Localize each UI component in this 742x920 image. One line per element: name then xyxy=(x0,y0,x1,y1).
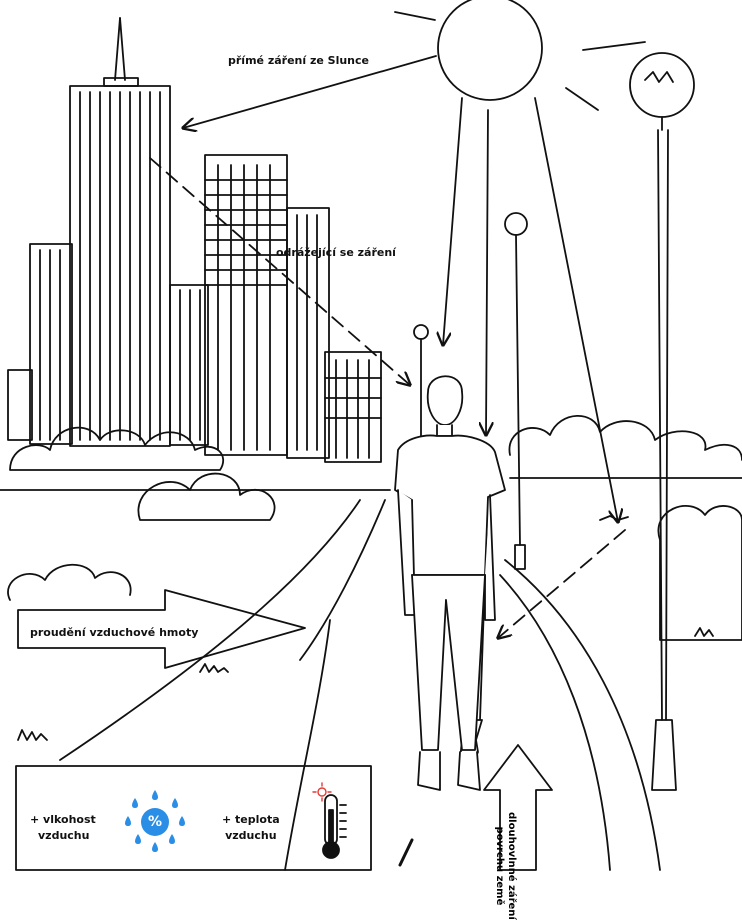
street-lamp-icon xyxy=(630,53,694,790)
ray-to-ground-2 xyxy=(535,98,618,522)
ray-to-person xyxy=(443,98,462,345)
label-humidity-line2: vzduchu xyxy=(30,828,96,844)
label-longwave-line2: povrchu země xyxy=(493,812,505,920)
thermometer-icon xyxy=(323,795,346,858)
longwave-ray xyxy=(498,530,625,638)
label-air-mass-flow: proudění vzduchové hmoty xyxy=(30,626,198,639)
sun-icon xyxy=(395,0,645,110)
label-humidity-line1: + vlkohost xyxy=(30,812,96,828)
building-left-small xyxy=(8,244,72,444)
ray-to-ground-1 xyxy=(486,110,488,435)
bushes-lower-left xyxy=(8,565,131,600)
person-figure xyxy=(395,376,505,790)
building-tower xyxy=(70,18,208,446)
street-lamp-middle xyxy=(505,213,527,569)
label-direct-radiation: přímé záření ze Slunce xyxy=(228,54,369,67)
bushes-left xyxy=(10,428,223,470)
label-temperature: + teplota vzduchu xyxy=(222,812,280,844)
percent-badge: % xyxy=(141,808,169,836)
bushes-middle xyxy=(138,474,274,520)
label-temperature-line2: vzduchu xyxy=(222,828,280,844)
bushes-right xyxy=(509,416,742,460)
bushes-far-right xyxy=(658,506,742,640)
label-longwave-radiation: dlouhovlnné záření povrchu země xyxy=(493,812,517,920)
label-reflected-radiation: odrážející se záření xyxy=(276,246,396,259)
city-scene-illustration xyxy=(0,0,742,875)
reflected-ray xyxy=(150,158,410,385)
street-lamp-far xyxy=(414,325,428,440)
label-longwave-line1: dlouhovlnné záření xyxy=(505,812,517,920)
label-humidity: + vlkohost vzduchu xyxy=(30,812,96,844)
label-temperature-line1: + teplota xyxy=(222,812,280,828)
building-grid xyxy=(205,155,287,455)
grass-tuft xyxy=(200,664,228,672)
